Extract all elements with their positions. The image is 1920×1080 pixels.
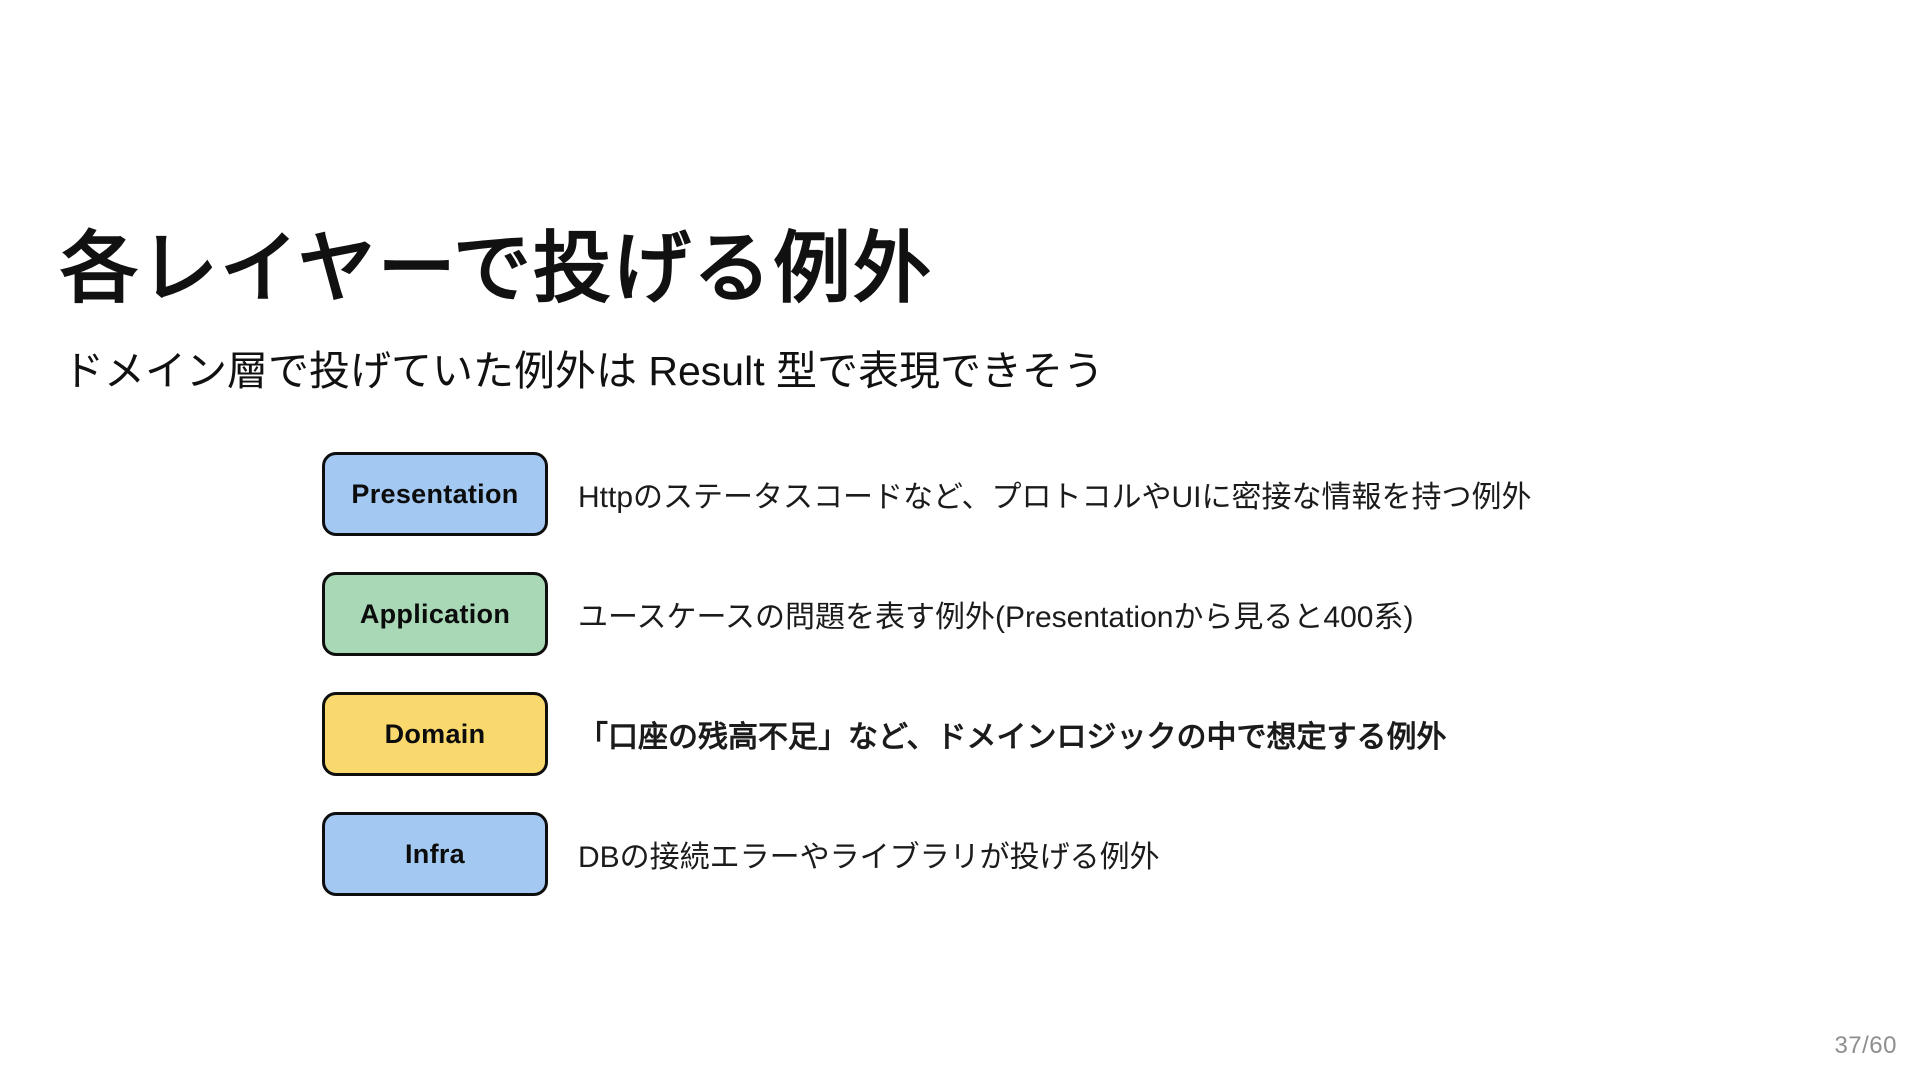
layer-description-infra: DBの接続エラーやライブラリが投げる例外 bbox=[578, 841, 1160, 874]
slide-subtitle: ドメイン層で投げていた例外は Result 型で表現できそう bbox=[63, 348, 1104, 394]
layer-description-domain: 「口座の残高不足」など、ドメインロジックの中で想定する例外 bbox=[578, 721, 1447, 754]
layer-label-application: Application bbox=[359, 598, 511, 629]
layer-row-application: Application ユースケースの問題を表す例外(Presentationか… bbox=[322, 572, 1532, 656]
layer-row-presentation: Presentation Httpのステータスコードなど、プロトコルやUIに密接… bbox=[322, 452, 1532, 536]
slide-title: 各レイヤーで投げる例外 bbox=[60, 224, 933, 313]
layer-description-presentation: Httpのステータスコードなど、プロトコルやUIに密接な情報を持つ例外 bbox=[578, 481, 1532, 514]
layer-row-infra: Infra DBの接続エラーやライブラリが投げる例外 bbox=[322, 812, 1532, 896]
layer-label-domain: Domain bbox=[384, 718, 486, 749]
layer-label-presentation: Presentation bbox=[351, 478, 519, 509]
layer-list: Presentation Httpのステータスコードなど、プロトコルやUIに密接… bbox=[322, 452, 1532, 896]
page-number: 37/60 bbox=[1834, 1032, 1897, 1059]
layer-box-application: Application bbox=[322, 572, 548, 656]
layer-row-domain: Domain 「口座の残高不足」など、ドメインロジックの中で想定する例外 bbox=[322, 692, 1532, 776]
layer-box-infra: Infra bbox=[322, 812, 548, 896]
layer-box-domain: Domain bbox=[322, 692, 548, 776]
layer-box-presentation: Presentation bbox=[322, 452, 548, 536]
layer-label-infra: Infra bbox=[404, 838, 465, 869]
layer-description-application: ユースケースの問題を表す例外(Presentationから見ると400系) bbox=[578, 601, 1414, 634]
